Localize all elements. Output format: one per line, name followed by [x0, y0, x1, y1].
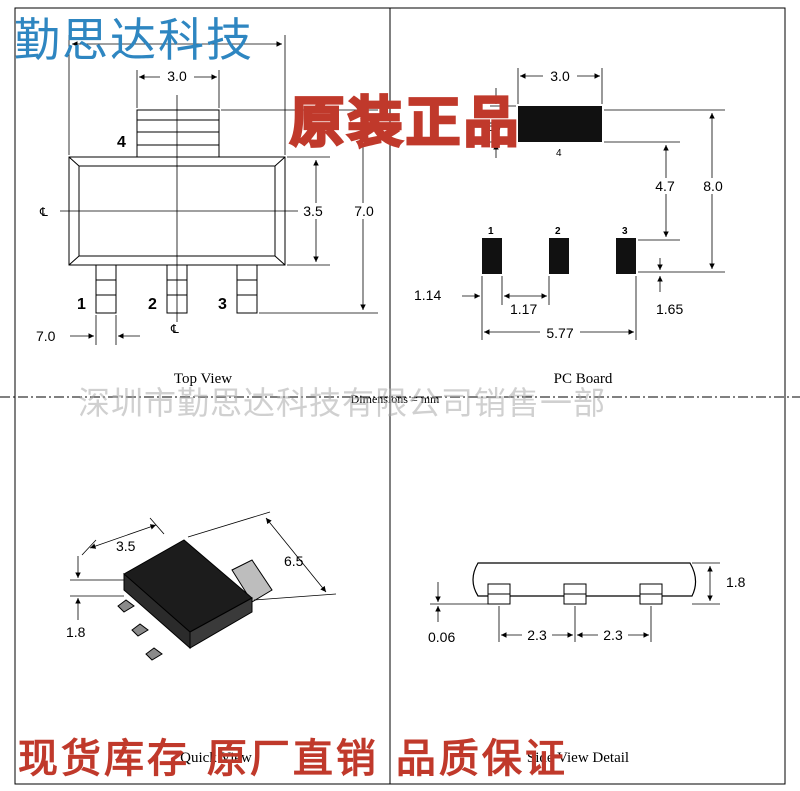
company-watermark: 深圳市勤思达科技有限公司销售一部	[78, 384, 607, 422]
tab-width-label: 3.0	[167, 68, 187, 84]
top-view-centerlines	[60, 95, 300, 322]
top-view: ℄ ℄ 3.0 3.5 7.0	[36, 35, 379, 387]
side-view-detail: 1.8 0.06 2.3 2.3 Side View Detail	[428, 562, 746, 766]
overall-height-label: 8.0	[703, 178, 723, 194]
pin-label: 3	[218, 296, 227, 313]
pad-width-label: 1.14	[414, 287, 441, 303]
quick-body-length-label: 6.5	[284, 553, 304, 569]
pad-span-label: 5.77	[546, 325, 573, 341]
pitch-label: 2.3	[603, 627, 623, 643]
side-view-title: Side View Detail	[527, 750, 629, 766]
pin-label: 2	[148, 296, 157, 313]
pad-label: 1	[488, 226, 494, 237]
top-view-leads	[95, 264, 258, 314]
brand-watermark: 勤思达科技	[14, 13, 254, 67]
tab-pad-width-label: 3.0	[550, 68, 570, 84]
lead-offset-label: 7.0	[36, 328, 56, 344]
pad-label: 2	[555, 226, 561, 237]
pitch-label: 2.3	[527, 627, 547, 643]
side-height-label: 1.8	[726, 574, 746, 590]
pc-board-title: PC Board	[554, 371, 613, 387]
top-view-title: Top View	[174, 371, 232, 387]
pad	[549, 238, 569, 274]
standoff-label: 0.06	[428, 629, 455, 645]
quick-view-leads	[117, 599, 163, 661]
pad-gap-label: 1.17	[510, 301, 537, 317]
side-view-leads	[487, 583, 663, 605]
overall-height-label: 7.0	[354, 203, 374, 219]
pad	[482, 238, 502, 274]
dimensions-caption: Dimensions = mm	[351, 392, 440, 406]
quick-view-title: Quick View	[180, 750, 252, 766]
pad-label: 4	[556, 148, 562, 159]
quick-body-width-label: 3.5	[116, 538, 136, 554]
quick-view-body-front	[189, 597, 253, 649]
pin-label: 1	[77, 296, 86, 313]
panel-frame	[0, 7, 800, 785]
tab-pad	[518, 106, 602, 142]
body-height-label: 3.5	[303, 203, 323, 219]
genuine-product-stamp: 原装正品	[289, 90, 522, 156]
top-view-tab	[136, 109, 220, 159]
tab-pad-height-label: .65	[484, 120, 501, 134]
pc-board-view: 3.0 .65 4 1 2 3 4.7 8.0	[414, 68, 730, 387]
quick-height-label: 1.8	[66, 624, 86, 640]
sales-slogan: 现货库存 原厂直销 品质保证	[18, 735, 568, 782]
pad-to-tab-label: 4.7	[655, 178, 675, 194]
pad	[616, 238, 636, 274]
quick-view: 3.5 6.5 1.8 Quick View	[66, 511, 337, 766]
centerline-symbol: ℄	[39, 205, 48, 219]
centerline-symbol: ℄	[170, 322, 179, 336]
pin-label: 4	[117, 134, 126, 151]
pad-height-label: 1.65	[656, 301, 683, 317]
pad-label: 3	[622, 226, 628, 237]
